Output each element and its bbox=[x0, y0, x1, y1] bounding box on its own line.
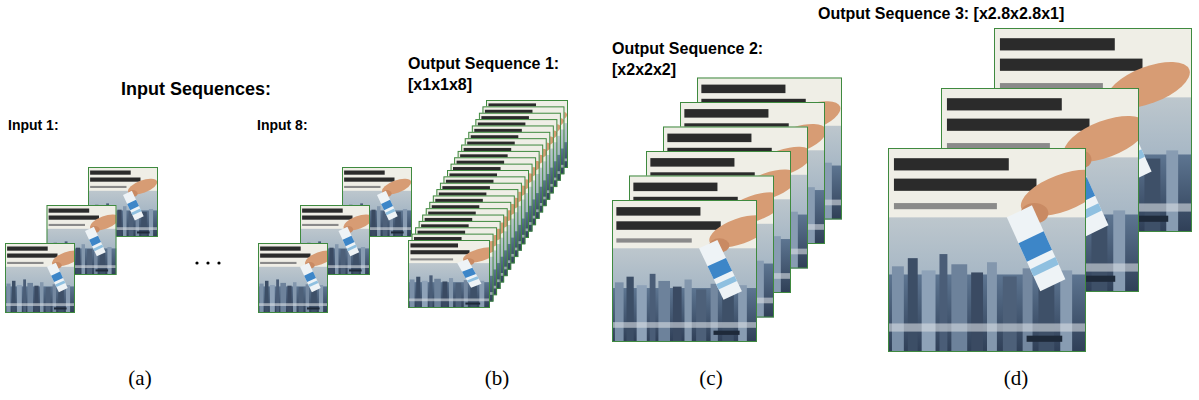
video-frame bbox=[888, 148, 1109, 352]
panel-letter: (d) bbox=[1004, 366, 1029, 390]
ellipsis-dots bbox=[195, 261, 220, 264]
video-frame bbox=[5, 243, 83, 313]
sequence-label: Input 8: bbox=[257, 117, 308, 133]
video-frame bbox=[342, 167, 413, 237]
video-frame bbox=[300, 205, 375, 275]
panel-letter: (b) bbox=[485, 366, 510, 390]
scale-factor: [x1x1x8] bbox=[408, 76, 472, 94]
panel-letter: (a) bbox=[128, 366, 151, 390]
sequence-label: Input 1: bbox=[8, 117, 59, 133]
sequence-label: Output Sequence 1: bbox=[408, 55, 559, 73]
video-frame bbox=[88, 167, 159, 237]
video-frame bbox=[612, 200, 774, 342]
video-frame bbox=[408, 240, 500, 308]
video-frame bbox=[258, 243, 336, 313]
video-frame bbox=[47, 205, 122, 275]
panel-letter: (c) bbox=[699, 366, 722, 390]
scale-factor: [x2x2x2] bbox=[612, 61, 676, 79]
sequence-label: Output Sequence 3: [x2.8x2.8x1] bbox=[818, 5, 1064, 23]
sequence-label: Output Sequence 2: bbox=[612, 40, 763, 58]
group-heading: Input Sequences: bbox=[121, 79, 271, 100]
